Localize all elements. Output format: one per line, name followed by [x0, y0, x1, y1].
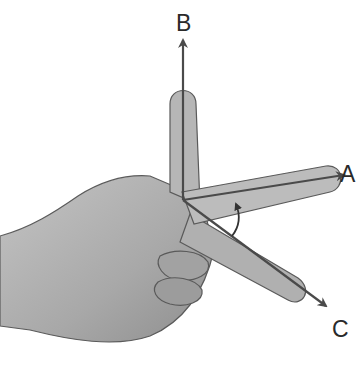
axis-line [183, 200, 326, 306]
palm [0, 176, 214, 342]
axis-label: C [332, 318, 349, 341]
thumb [170, 91, 200, 206]
rotation-arrow [232, 204, 239, 236]
axis-line [182, 40, 184, 200]
curled-finger [154, 278, 202, 305]
axis-label: A [340, 163, 355, 186]
axis-label: B [176, 12, 191, 35]
axis-line [183, 175, 344, 200]
curled-finger [158, 251, 208, 280]
middle-finger [180, 214, 306, 302]
index-finger [182, 166, 341, 224]
